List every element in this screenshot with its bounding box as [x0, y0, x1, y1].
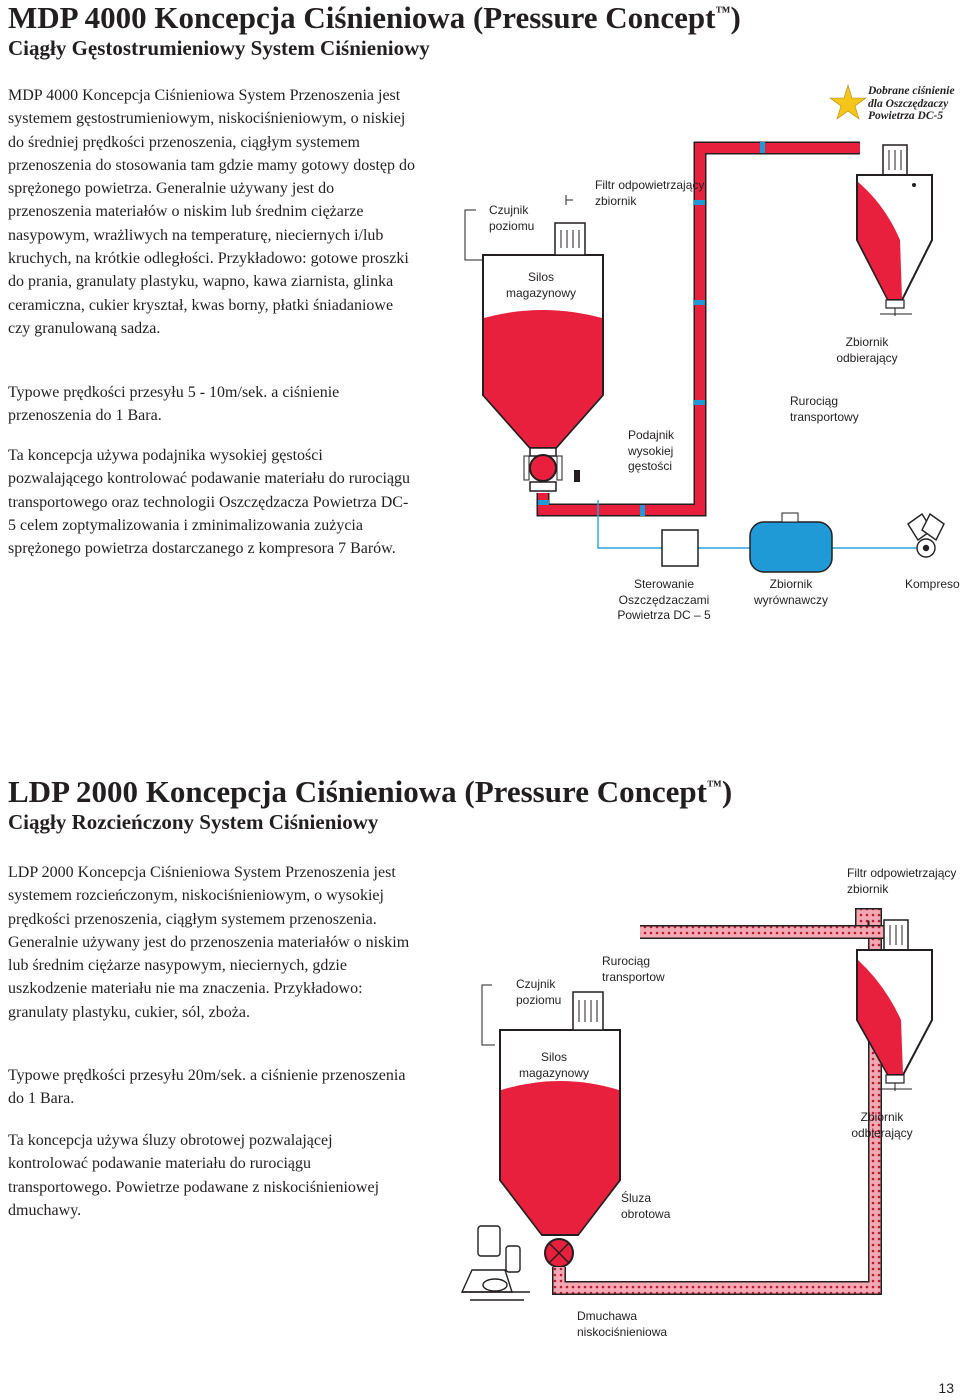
ldp-title: LDP 2000 Koncepcja Ciśnieniowa (Pressure… — [8, 774, 733, 809]
rotary-airlock — [544, 1238, 574, 1268]
mdp-title: MDP 4000 Koncepcja Ciśnieniowa (Pressure… — [8, 0, 741, 35]
page-number: 13 — [938, 1380, 954, 1396]
star-icon — [829, 83, 867, 120]
ldp-airlock-paragraph: Ta koncepcja używa śluzy obrotowej pozwa… — [8, 1132, 380, 1219]
compressor-label: Kompresor — [905, 577, 960, 591]
mdp-speed-paragraph: Typowe prędkości przesyłu 5 - 10m/sek. a… — [8, 384, 340, 425]
transport-pipe — [536, 141, 860, 517]
mdp-subtitle: Ciągły Gęstostrumieniowy System Ciśnieni… — [8, 36, 430, 60]
ldp-subtitle: Ciągły Rozcieńczony System Ciśnieniowy — [8, 810, 379, 834]
high-density-feeder — [523, 454, 580, 492]
mdp-diagram — [464, 83, 945, 573]
silo — [499, 991, 621, 1236]
transport-pipe — [552, 908, 890, 1295]
ldp-speed-paragraph: Typowe prędkości przesyłu 20m/sek. a ciś… — [8, 1067, 406, 1108]
dc5-controller — [661, 529, 699, 567]
low-pressure-blower — [460, 1225, 530, 1301]
compressor — [907, 512, 945, 558]
mdp-feeder-paragraph: Ta koncepcja używa podajnika wysokiej gę… — [8, 447, 411, 558]
ldp-diagram — [460, 908, 933, 1301]
silo — [482, 195, 604, 457]
air-lines — [597, 500, 922, 549]
air-receiver-tank — [749, 512, 833, 573]
receiving-vessel — [856, 919, 933, 1091]
receiving-vessel — [856, 144, 933, 316]
mdp-intro-paragraph: MDP 4000 Koncepcja Ciśnieniowa System Pr… — [8, 87, 416, 337]
ldp-intro-paragraph: LDP 2000 Koncepcja Ciśnieniowa System Pr… — [8, 864, 410, 1021]
